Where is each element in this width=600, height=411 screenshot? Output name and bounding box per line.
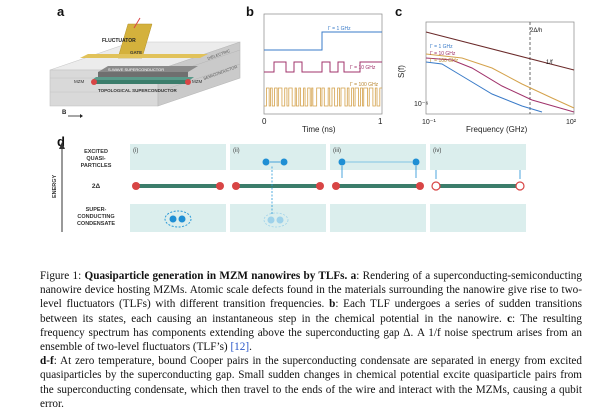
- spectrum-1ghz: [425, 61, 543, 113]
- sub-iii-label: (iii): [333, 148, 341, 154]
- b-field-label: B: [62, 110, 67, 116]
- c-xtick-right: 10²: [566, 119, 577, 126]
- panel-label-a: a: [57, 4, 65, 19]
- one-over-f-line: [425, 31, 575, 71]
- mzm-left-dot: [91, 79, 97, 85]
- trace-1ghz-label: Γ = 1 GHz: [328, 26, 351, 32]
- panel-label-b: b: [246, 4, 254, 19]
- caption-c-end: .: [249, 341, 252, 354]
- sub-iv-label: (iv): [433, 148, 441, 154]
- c-legend-2: Γ = 10 GHz: [430, 51, 456, 57]
- b-xtick-1: 1: [378, 117, 383, 126]
- mzm-left-label: MZM: [74, 79, 84, 84]
- excited-line-3: PARTICLES: [81, 163, 112, 169]
- nanowire: [92, 80, 190, 84]
- caption-df-text: : At zero temperature, bound Cooper pair…: [40, 355, 582, 410]
- sub-i-label: (i): [133, 148, 138, 154]
- subpanel-i: (i): [130, 144, 226, 232]
- s-wave-label: S-WAVE SUPERCONDUCTOR: [108, 67, 164, 72]
- caption-c-text: : The resulting frequency spectrum has c…: [40, 312, 582, 354]
- trace-1ghz: [264, 31, 382, 51]
- subpanel-ii: (ii): [230, 144, 326, 232]
- energy-label: ENERGY: [52, 174, 58, 198]
- subpanel-iv: (iv): [430, 144, 526, 232]
- b-xtick-0: 0: [262, 117, 267, 126]
- caption-a-label: a: [350, 270, 357, 282]
- gate-label: GATE: [130, 50, 142, 55]
- caption-c-label: c: [507, 312, 513, 325]
- gate-bar: [80, 54, 208, 58]
- spectrum-100ghz: [425, 53, 575, 109]
- trace-10ghz: [264, 61, 382, 73]
- c-legend-1: Γ = 1 GHz: [430, 44, 453, 50]
- panel-label-d: d: [57, 134, 65, 149]
- s-wave-strip: [98, 66, 198, 72]
- panel-label-c: c: [395, 4, 403, 19]
- caption-df-label: d-f: [40, 355, 54, 368]
- c-xlabel: Frequency (GHz): [466, 125, 528, 134]
- citation-link[interactable]: [12]: [230, 341, 250, 354]
- c-legend-3: Γ = 100 GHz: [430, 58, 459, 64]
- c-ylabel: S(f): [397, 65, 406, 78]
- caption-b-label: b: [329, 298, 336, 311]
- device-rendering: FLUCTUATOR GATE S-WAVE SUPERCONDUCTOR TO…: [49, 17, 241, 118]
- excited-line-1: EXCITED: [84, 149, 108, 155]
- trace-100ghz-line: [264, 87, 382, 107]
- caption-title: Quasiparticle generation in MZM nanowire…: [84, 270, 348, 282]
- gap-2delta: 2Δ: [92, 183, 101, 190]
- sub-ii-label: (ii): [233, 148, 240, 154]
- figure-caption: Figure 1: Quasiparticle generation in MZ…: [40, 269, 582, 411]
- gap-label: 2Δ/h: [530, 28, 542, 34]
- trace-10ghz-label: Γ = 10 GHz: [350, 65, 376, 71]
- trace-100ghz: [264, 87, 382, 107]
- energy-diagram: ENERGY EXCITED QUASI- PARTICLES 2Δ SUPER…: [52, 142, 526, 232]
- condensate-line-2: CONDUCTING: [77, 214, 114, 220]
- b-xlabel: Time (ns): [302, 125, 336, 134]
- caption-b-text: : Each TLF undergoes a series of sudden …: [40, 298, 582, 325]
- one-over-f-label: 1/f: [546, 60, 553, 66]
- excited-line-2: QUASI-: [86, 156, 105, 162]
- mzm-right-label: MZM: [192, 79, 202, 84]
- c-xtick-left: 10⁻¹: [422, 119, 436, 126]
- c-ytick: 10⁻⁶: [414, 101, 428, 108]
- telegraph-traces: Γ = 1 GHz Γ = 10 GHz Γ = 100 GHz 0 1 Tim…: [262, 13, 383, 134]
- subpanel-iii: (iii): [330, 144, 426, 232]
- spectrum-10ghz: [425, 57, 575, 113]
- fluctuator-label: FLUCTUATOR: [102, 38, 136, 44]
- topological-label: TOPOLOGICAL SUPERCONDUCTOR: [98, 88, 178, 93]
- condensate-line-3: CONDENSATE: [77, 221, 115, 227]
- block-side-face: [157, 41, 241, 107]
- trace-100ghz-label: Γ = 100 GHz: [350, 82, 379, 88]
- caption-a-text: : Rendering of a superconducting-semicon…: [40, 270, 582, 311]
- spectrum-plot: 2Δ/h 1/f Γ = 1 GHz Γ = 10 GHz Γ = 100 GH…: [397, 21, 577, 134]
- caption-fig: Figure 1:: [40, 270, 82, 282]
- condensate-line-1: SUPER-: [86, 207, 107, 213]
- mzm-right-dot: [185, 79, 191, 85]
